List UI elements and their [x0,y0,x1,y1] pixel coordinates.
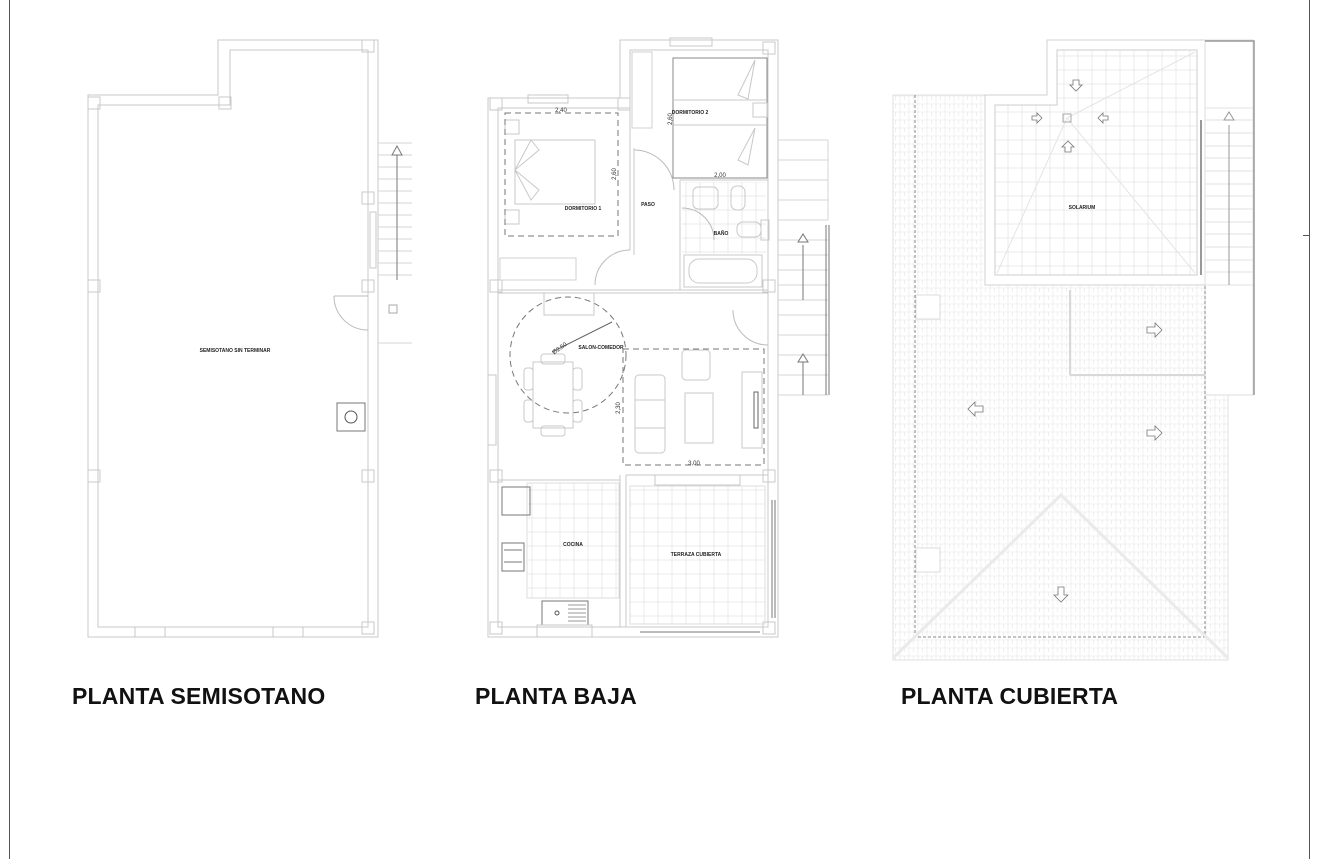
dimension-dormitorio1-width: 2,40 [555,108,567,114]
plan-baja [487,37,830,638]
dimension-dormitorio2-height: 2,60 [668,113,674,125]
room-label-bano: BAÑO [713,231,729,237]
plan-title-semisotano: PLANTA SEMISOTANO [72,683,326,709]
sheet-border-left [9,0,10,859]
room-label-semisotano: SEMISOTANO SIN TERMINAR [199,348,271,354]
dimension-dormitorio2-width: 2,00 [714,173,726,179]
room-label-solarium: SOLARIUM [1068,205,1096,211]
room-label-dormitorio-1: DORMITORIO 1 [564,206,602,212]
room-label-salon-comedor: SALON-COMEDOR [578,345,624,351]
room-label-dormitorio-2: DORMITORIO 2 [671,110,709,116]
dimension-dormitorio1-height: 2,60 [612,168,618,180]
plan-semisotano [87,39,412,638]
room-label-paso: PASO [641,202,655,208]
sheet-border-tick [1303,235,1310,236]
dimension-salon-height: 2,30 [616,402,622,414]
dimension-salon-width: 3,00 [688,461,700,467]
room-label-terraza-cubierta: TERRAZA CUBIERTA [670,552,722,558]
room-label-cocina: COCINA [563,542,583,548]
sheet-border-right [1309,0,1310,859]
plan-cubierta [891,39,1255,661]
plan-title-baja: PLANTA BAJA [475,683,637,709]
plan-title-cubierta: PLANTA CUBIERTA [901,683,1119,709]
